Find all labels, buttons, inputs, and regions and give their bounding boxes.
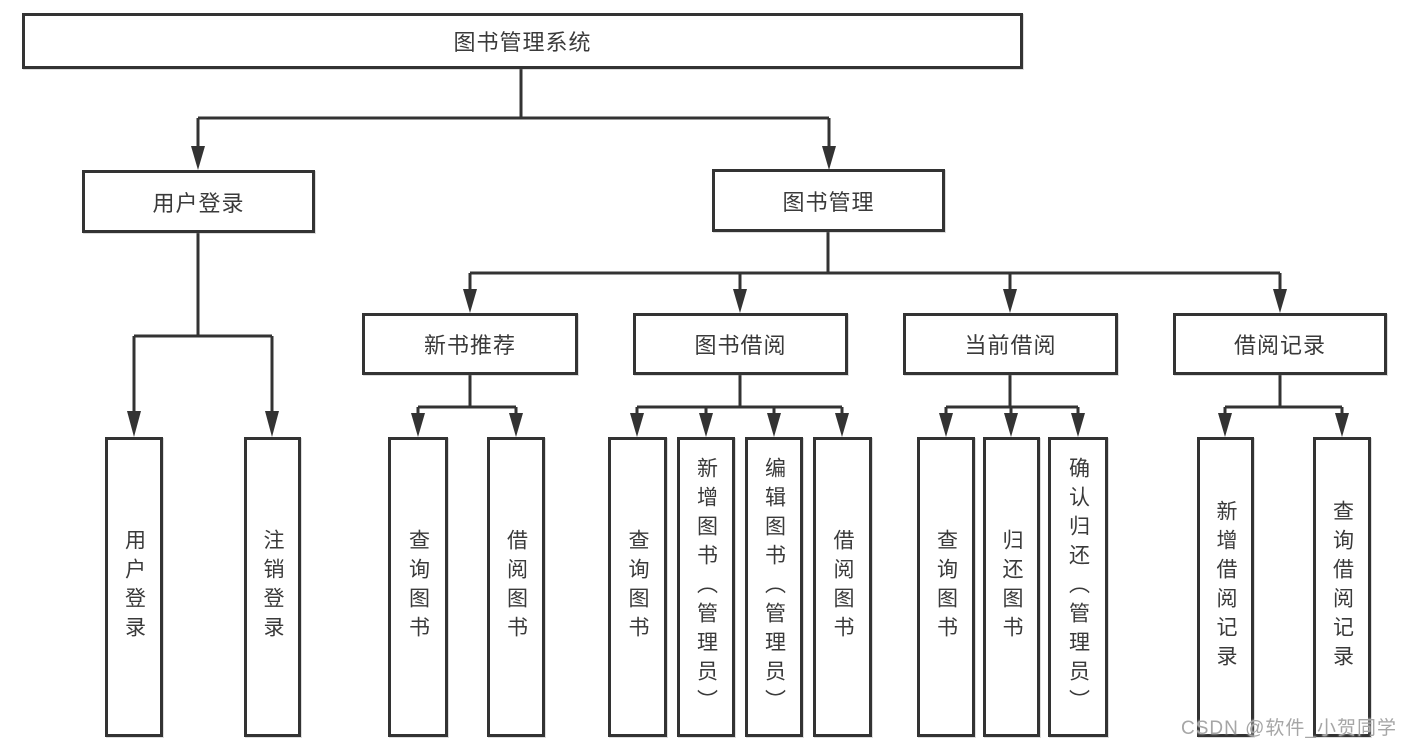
leaf-return-books: 归还图书: [983, 437, 1040, 737]
leaf-user-login: 用户登录: [105, 437, 163, 737]
leaf-query-books-current: 查询图书: [917, 437, 975, 737]
leaf-query-books-recommend: 查询图书: [388, 437, 448, 737]
leaf-label: 查询图书: [626, 529, 649, 645]
leaf-label: 新增图书（管理员）: [694, 456, 718, 718]
leaf-query-books-borrow: 查询图书: [608, 437, 667, 737]
node-new-book-recommend: 新书推荐: [362, 313, 578, 375]
leaf-add-borrow-record: 新增借阅记录: [1197, 437, 1254, 737]
node-book-borrow: 图书借阅: [633, 313, 848, 375]
connector-root: [191, 69, 836, 170]
connector-new-book-recommend: [411, 375, 523, 437]
leaf-label: 确认归还（管理员）: [1066, 456, 1090, 718]
leaf-label: 查询图书: [934, 529, 958, 645]
leaf-label: 查询借阅记录: [1330, 500, 1354, 674]
node-book-management: 图书管理: [712, 169, 945, 232]
leaf-label: 编辑图书（管理员）: [762, 456, 786, 718]
leaf-label: 借阅图书: [831, 529, 854, 645]
connector-user-login: [127, 233, 279, 437]
connector-book-management: [463, 232, 1287, 313]
leaf-edit-books-admin: 编辑图书（管理员）: [745, 437, 803, 737]
csdn-watermark: CSDN @软件_小贺同学: [1181, 718, 1397, 739]
node-borrow-records: 借阅记录: [1173, 313, 1387, 375]
connector-current-borrow: [939, 375, 1085, 437]
leaf-label: 注销登录: [261, 529, 284, 645]
node-user-login: 用户登录: [82, 170, 315, 233]
connector-borrow-records: [1218, 375, 1349, 437]
leaf-logout: 注销登录: [244, 437, 301, 737]
leaf-borrow-books: 借阅图书: [813, 437, 872, 737]
leaf-confirm-return-admin: 确认归还（管理员）: [1048, 437, 1108, 737]
leaf-label: 用户登录: [122, 529, 146, 645]
connector-book-borrow: [630, 375, 849, 437]
leaf-query-borrow-record: 查询借阅记录: [1313, 437, 1371, 737]
node-root-system: 图书管理系统: [22, 13, 1023, 69]
leaf-label: 查询图书: [406, 529, 430, 645]
leaf-label: 新增借阅记录: [1214, 500, 1237, 674]
leaf-add-books-admin: 新增图书（管理员）: [677, 437, 735, 737]
leaf-borrow-books-recommend: 借阅图书: [487, 437, 545, 737]
leaf-label: 借阅图书: [504, 529, 528, 645]
leaf-label: 归还图书: [1000, 529, 1023, 645]
node-current-borrow: 当前借阅: [903, 313, 1118, 375]
